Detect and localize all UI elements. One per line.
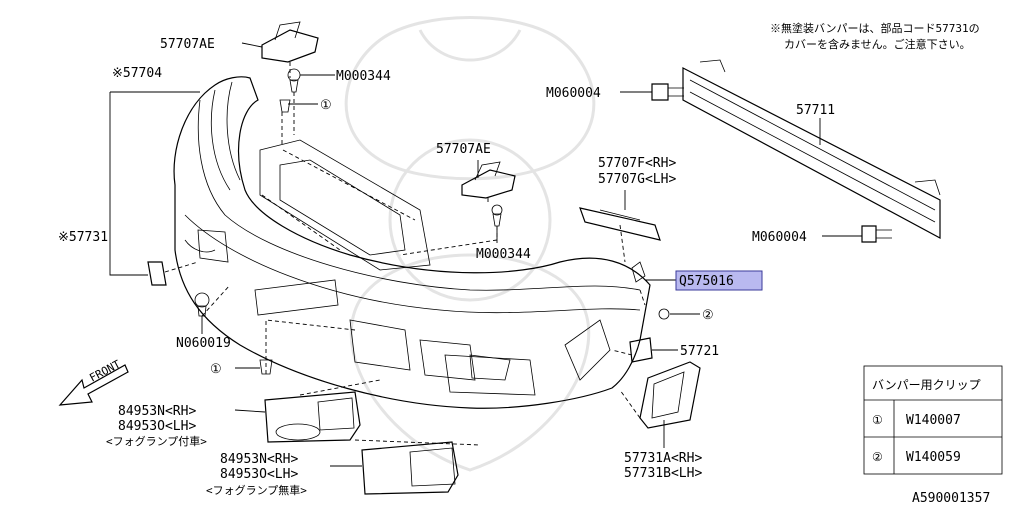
clip-table: バンパー用クリップ ① W140007 ② W140059 [863, 365, 1003, 475]
label-q575016[interactable]: Q575016 [679, 274, 734, 289]
clip-table-row1-code[interactable]: W140007 [906, 413, 961, 428]
label-84953o-a[interactable]: 84953O<LH> [118, 419, 196, 434]
label-57711[interactable]: 57711 [796, 103, 835, 118]
label-m060004-top[interactable]: M060004 [546, 86, 601, 101]
label-57707f[interactable]: 57707F<RH> [598, 156, 676, 171]
label-m000344-mid[interactable]: M000344 [476, 247, 531, 262]
clip-table-border [863, 365, 1003, 475]
bumper-cover-drawing [173, 76, 651, 409]
watermark-emblem [344, 16, 596, 472]
label-57707g[interactable]: 57707G<LH> [598, 172, 676, 187]
clip-table-row2-code[interactable]: W140059 [906, 450, 961, 465]
label-57731b[interactable]: 57731B<LH> [624, 466, 702, 481]
label-57721[interactable]: 57721 [680, 344, 719, 359]
label-84953n-b[interactable]: 84953N<RH> [220, 452, 298, 467]
label-m060004-bot[interactable]: M060004 [752, 230, 807, 245]
clip-table-header: バンパー用クリップ [872, 378, 981, 392]
label-57731[interactable]: ※57731 [58, 230, 108, 245]
label-n060019[interactable]: N060019 [176, 336, 231, 351]
label-fog-with: <フォグランプ付車> [106, 434, 207, 448]
assembly-dashed-lines [164, 62, 646, 446]
label-84953o-b[interactable]: 84953O<LH> [220, 467, 298, 482]
label-m000344-top[interactable]: M000344 [336, 69, 391, 84]
note-line-1: ※無塗装バンパーは、部品コード57731の [770, 21, 980, 35]
leader-lines [109, 42, 862, 467]
clip-table-row1-num: ① [872, 413, 883, 427]
label-57707ae-top[interactable]: 57707AE [160, 37, 215, 52]
note-line-2: カバーを含みません。ご注意下さい。 [784, 37, 971, 51]
clip-table-row2-num: ② [872, 450, 883, 464]
label-circle2: ② [702, 308, 714, 323]
label-57731a[interactable]: 57731A<RH> [624, 451, 702, 466]
label-57704[interactable]: ※57704 [112, 66, 162, 81]
label-circle1-bot: ① [210, 362, 222, 377]
label-84953n-a[interactable]: 84953N<RH> [118, 404, 196, 419]
highlight-q575016 [675, 270, 763, 291]
label-fog-without: <フォグランプ無車> [206, 483, 307, 497]
label-57707ae-mid[interactable]: 57707AE [436, 142, 491, 157]
label-front: FRONT [87, 357, 123, 384]
diagram-id: A590001357 [912, 491, 990, 506]
label-circle1-top: ① [320, 98, 332, 113]
